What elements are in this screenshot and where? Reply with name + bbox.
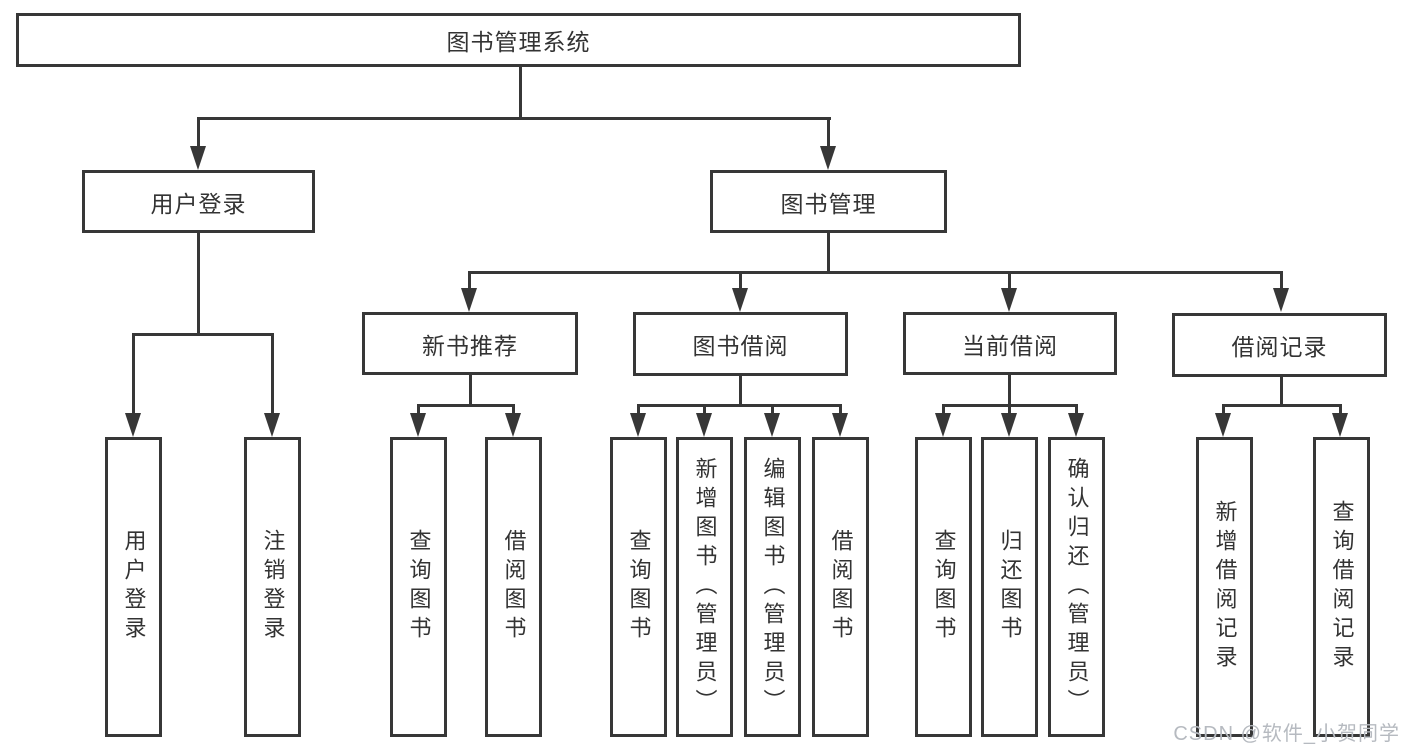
- connector-userlogin-bar: [132, 333, 274, 336]
- node-nbr-borrow-books: 借阅图书: [485, 437, 542, 737]
- connector-root-drop-right: [827, 117, 830, 149]
- node-br-query-record: 查询借阅记录: [1313, 437, 1370, 737]
- node-bb-edit-books-admin: 编辑图书（管理员）: [744, 437, 801, 737]
- arrowhead-br-add: [1215, 413, 1231, 437]
- node-cb-confirm-return-admin: 确认归还（管理员）: [1048, 437, 1105, 737]
- connector-bookmgmt-drop4: [1280, 271, 1283, 291]
- connector-userlogin-drop2: [271, 333, 274, 417]
- arrowhead-bb-borrow: [832, 413, 848, 437]
- connector-nbr-drop1: [417, 404, 420, 417]
- node-cb-return-books: 归还图书: [981, 437, 1038, 737]
- node-bb-query-books: 查询图书: [610, 437, 667, 737]
- arrowhead-current-borrowing: [1001, 288, 1017, 312]
- connector-root-drop-left: [197, 117, 200, 149]
- arrowhead-new-book-recommend: [461, 288, 477, 312]
- connector-userlogin-drop1: [132, 333, 135, 417]
- arrowhead-bb-add: [696, 413, 712, 437]
- node-user-login-branch: 用户登录: [82, 170, 315, 233]
- connector-root-stem: [519, 64, 522, 120]
- arrowhead-book-management: [820, 146, 836, 170]
- arrowhead-br-query: [1332, 413, 1348, 437]
- connector-nbr-stem: [469, 373, 472, 407]
- node-cb-query-books: 查询图书: [915, 437, 972, 737]
- connector-br-drop2: [1339, 404, 1342, 417]
- connector-userlogin-stem: [197, 231, 200, 336]
- connector-bb-drop3: [771, 404, 774, 417]
- connector-cb-stem: [1008, 373, 1011, 407]
- node-br-add-record: 新增借阅记录: [1196, 437, 1253, 737]
- arrowhead-nbr-borrow: [505, 413, 521, 437]
- connector-nbr-bar: [417, 404, 515, 407]
- arrowhead-borrowing-records: [1273, 288, 1289, 312]
- node-root-library-system: 图书管理系统: [16, 13, 1021, 67]
- csdn-watermark: CSDN @软件_小贺同学: [1173, 723, 1400, 745]
- arrowhead-cb-return: [1001, 413, 1017, 437]
- connector-bb-stem: [739, 374, 742, 407]
- connector-cb-drop2: [1008, 404, 1011, 417]
- arrowhead-cb-query: [935, 413, 951, 437]
- connector-bookmgmt-bar: [468, 271, 1283, 274]
- node-new-book-recommend: 新书推荐: [362, 312, 578, 375]
- node-logout-leaf: 注销登录: [244, 437, 301, 737]
- connector-br-drop1: [1222, 404, 1225, 417]
- connector-bookmgmt-drop1: [468, 271, 471, 291]
- connector-br-stem: [1280, 374, 1283, 407]
- arrowhead-logout-leaf: [264, 413, 280, 437]
- node-book-borrowing: 图书借阅: [633, 312, 848, 376]
- node-user-login-leaf: 用户登录: [105, 437, 162, 737]
- arrowhead-bb-edit: [764, 413, 780, 437]
- connector-cb-drop1: [942, 404, 945, 417]
- connector-br-bar: [1222, 404, 1342, 407]
- connector-bb-drop4: [839, 404, 842, 417]
- arrowhead-user-login: [190, 146, 206, 170]
- connector-bb-drop1: [637, 404, 640, 417]
- node-book-management-branch: 图书管理: [710, 170, 947, 233]
- connector-bb-bar: [637, 404, 842, 407]
- arrowhead-nbr-query: [410, 413, 426, 437]
- connector-bb-drop2: [703, 404, 706, 417]
- connector-nbr-drop2: [512, 404, 515, 417]
- node-current-borrowing: 当前借阅: [903, 312, 1117, 375]
- arrowhead-book-borrowing: [732, 288, 748, 312]
- connector-bookmgmt-drop3: [1008, 271, 1011, 291]
- arrowhead-user-login-leaf: [125, 413, 141, 437]
- node-bb-add-books-admin: 新增图书（管理员）: [676, 437, 733, 737]
- connector-root-bar: [197, 117, 831, 120]
- arrowhead-cb-confirm: [1068, 413, 1084, 437]
- node-borrowing-records: 借阅记录: [1172, 313, 1387, 377]
- connector-bookmgmt-stem: [827, 231, 830, 274]
- connector-cb-drop3: [1075, 404, 1078, 417]
- connector-bookmgmt-drop2: [739, 271, 742, 291]
- node-bb-borrow-books: 借阅图书: [812, 437, 869, 737]
- arrowhead-bb-query: [630, 413, 646, 437]
- node-nbr-query-books: 查询图书: [390, 437, 447, 737]
